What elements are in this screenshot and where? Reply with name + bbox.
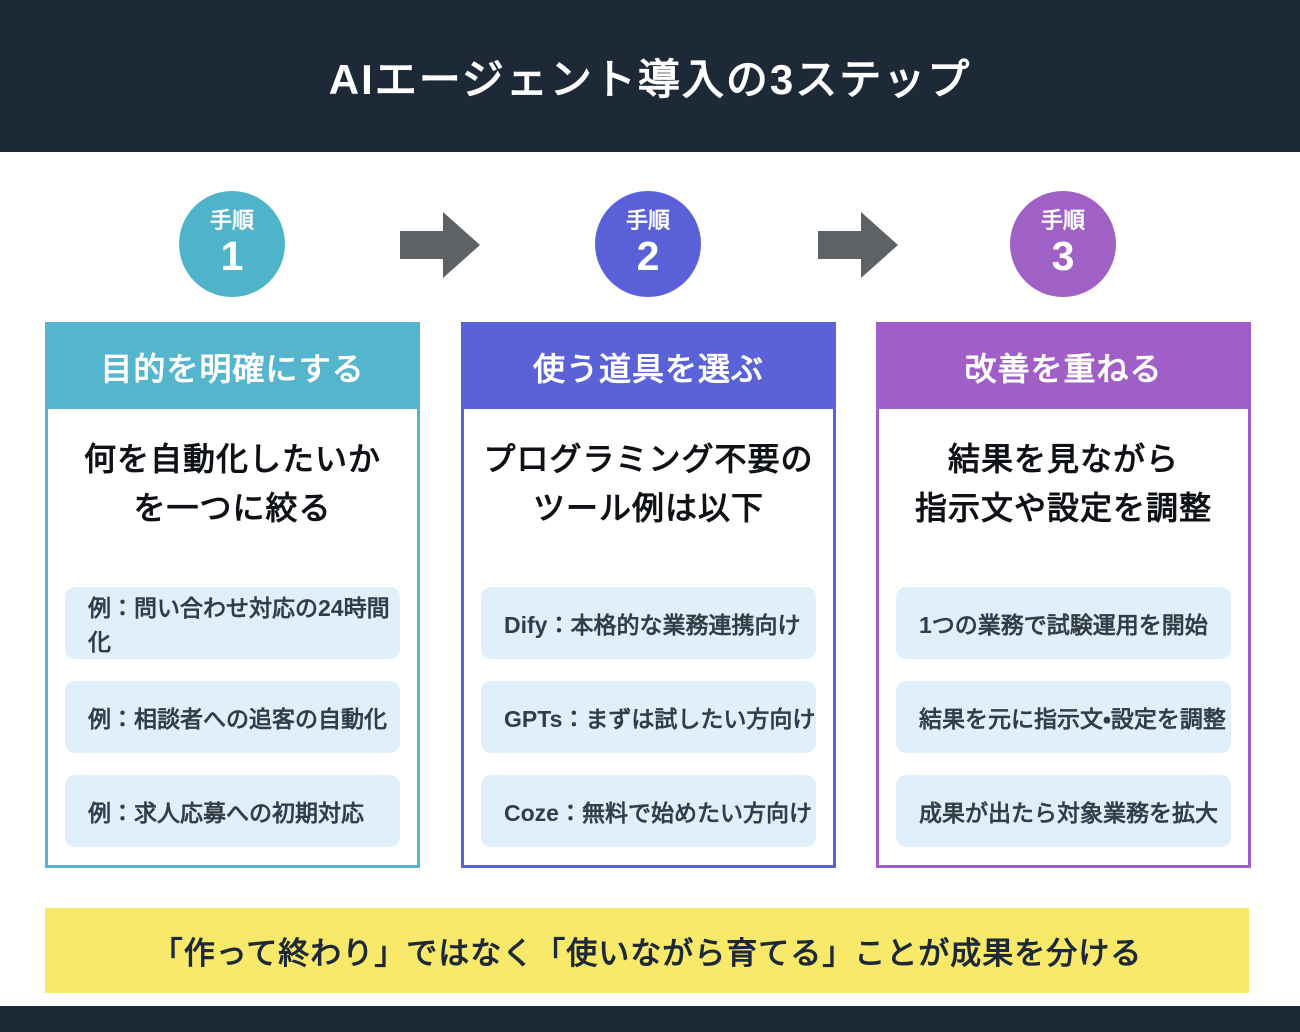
- card-2-header: 使う道具を選ぶ: [464, 325, 833, 409]
- list-item: 成果が出たら対象業務を拡大: [896, 775, 1231, 847]
- arrow-right-icon: [400, 212, 480, 278]
- card-clarify-purpose: 目的を明確にする 何を自動化したいか を一つに絞る 例：問い合わせ対応の24時間…: [45, 322, 420, 868]
- list-item: 結果を元に指示文・設定を調整: [896, 681, 1231, 753]
- list-item: Coze：無料で始めたい方向け: [481, 775, 816, 847]
- card-3-items: 1つの業務で試験運用を開始 結果を元に指示文・設定を調整 成果が出たら対象業務を…: [879, 587, 1248, 847]
- step-3-number: 3: [1051, 232, 1075, 279]
- header-bar: AIエージェント導入の3ステップ: [0, 0, 1300, 152]
- card-choose-tools: 使う道具を選ぶ プログラミング不要の ツール例は以下 Dify：本格的な業務連携…: [461, 322, 836, 868]
- list-item: 1つの業務で試験運用を開始: [896, 587, 1231, 659]
- card-1-items: 例：問い合わせ対応の24時間化 例：相談者への追客の自動化 例：求人応募への初期…: [48, 587, 417, 847]
- card-1-title: 何を自動化したいか を一つに絞る: [83, 441, 381, 526]
- step-3-badge: 手順 3: [1010, 191, 1116, 297]
- step-2-number: 2: [636, 232, 660, 279]
- list-item: Dify：本格的な業務連携向け: [481, 587, 816, 659]
- key-message-text: 「作って終わり」ではなく「使いながら育てる」ことが成果を分ける: [151, 936, 1143, 971]
- card-3-title: 結果を見ながら 指示文や設定を調整: [914, 441, 1212, 526]
- list-item: GPTs：まずは試したい方向け: [481, 681, 816, 753]
- page-title: AIエージェント導入の3ステップ: [328, 55, 972, 103]
- step-2-badge: 手順 2: [595, 191, 701, 297]
- footer-bar: [0, 1006, 1300, 1032]
- card-3-header: 改善を重ねる: [879, 325, 1248, 409]
- step-1-number: 1: [220, 232, 244, 279]
- arrow-right-icon: [818, 212, 898, 278]
- list-item: 例：相談者への追客の自動化: [65, 681, 400, 753]
- card-2-items: Dify：本格的な業務連携向け GPTs：まずは試したい方向け Coze：無料で…: [464, 587, 833, 847]
- step-1-label: 手順: [209, 208, 254, 234]
- step-3-label: 手順: [1040, 208, 1085, 234]
- list-item: 例：求人応募への初期対応: [65, 775, 400, 847]
- step-1-badge: 手順 1: [179, 191, 285, 297]
- card-2-title: プログラミング不要の ツール例は以下: [483, 441, 814, 526]
- steps-row: 手順 1 手順 2 手順 3: [0, 152, 1300, 322]
- card-1-header: 目的を明確にする: [48, 325, 417, 409]
- key-message-banner: 「作って終わり」ではなく「使いながら育てる」ことが成果を分ける: [45, 908, 1249, 993]
- list-item: 例：問い合わせ対応の24時間化: [65, 587, 400, 659]
- step-2-label: 手順: [625, 208, 670, 234]
- card-iterate-improve: 改善を重ねる 結果を見ながら 指示文や設定を調整 1つの業務で試験運用を開始 結…: [876, 322, 1251, 868]
